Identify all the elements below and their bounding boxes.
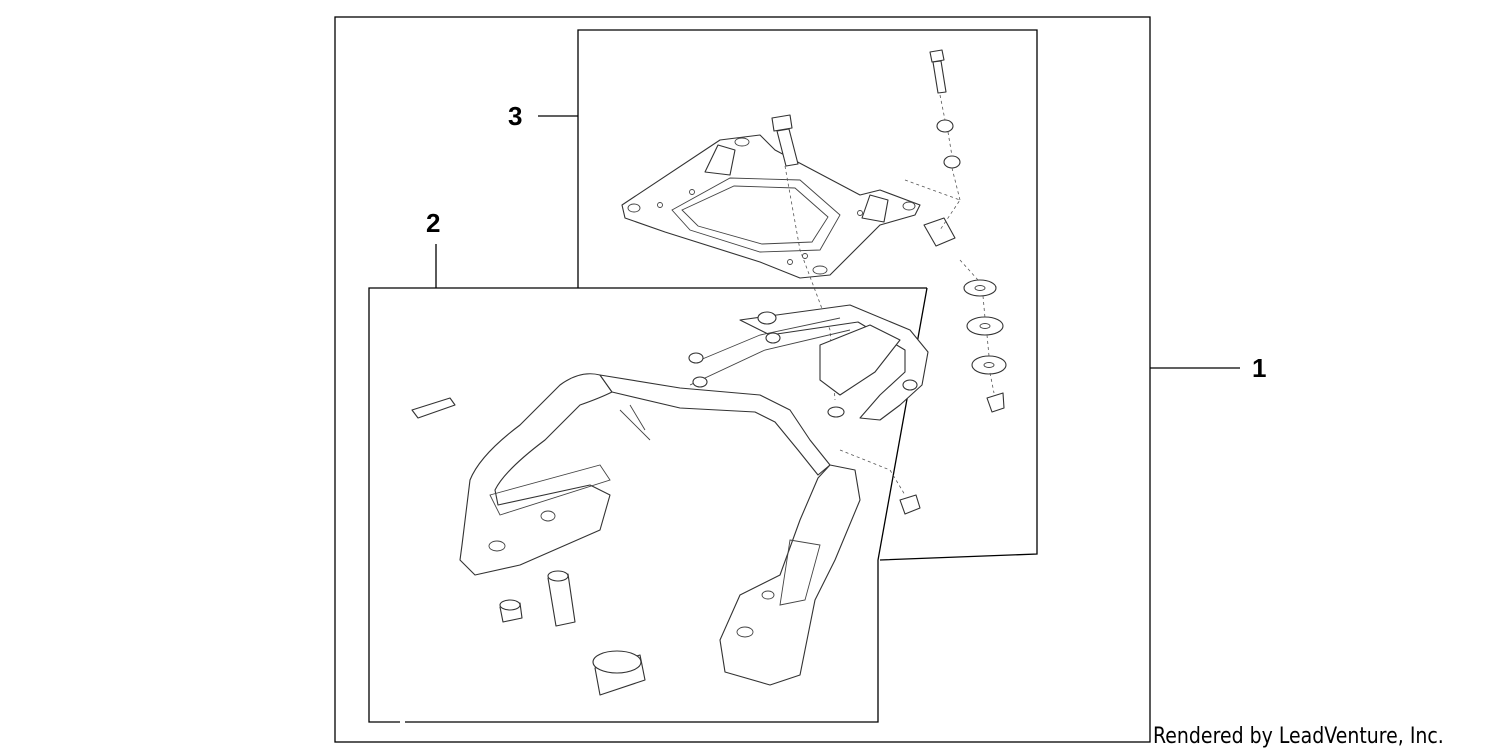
spacers (499, 570, 576, 627)
hardware-stack (771, 49, 1007, 515)
credit-text: Rendered by LeadVenture, Inc. (1153, 724, 1444, 749)
callout-2: 2 (426, 208, 440, 238)
assembly-frame (334, 16, 1151, 743)
carrier-frame (411, 304, 929, 686)
subassembly-2-frame-edge (405, 287, 928, 723)
label-plate (411, 397, 456, 419)
end-cap (592, 650, 646, 696)
subassembly-2-frame (368, 287, 927, 723)
subassembly-3-frame (577, 29, 1038, 561)
mounting-plate (621, 134, 921, 279)
callout-1: 1 (1252, 353, 1266, 383)
callout-3: 3 (508, 101, 522, 131)
